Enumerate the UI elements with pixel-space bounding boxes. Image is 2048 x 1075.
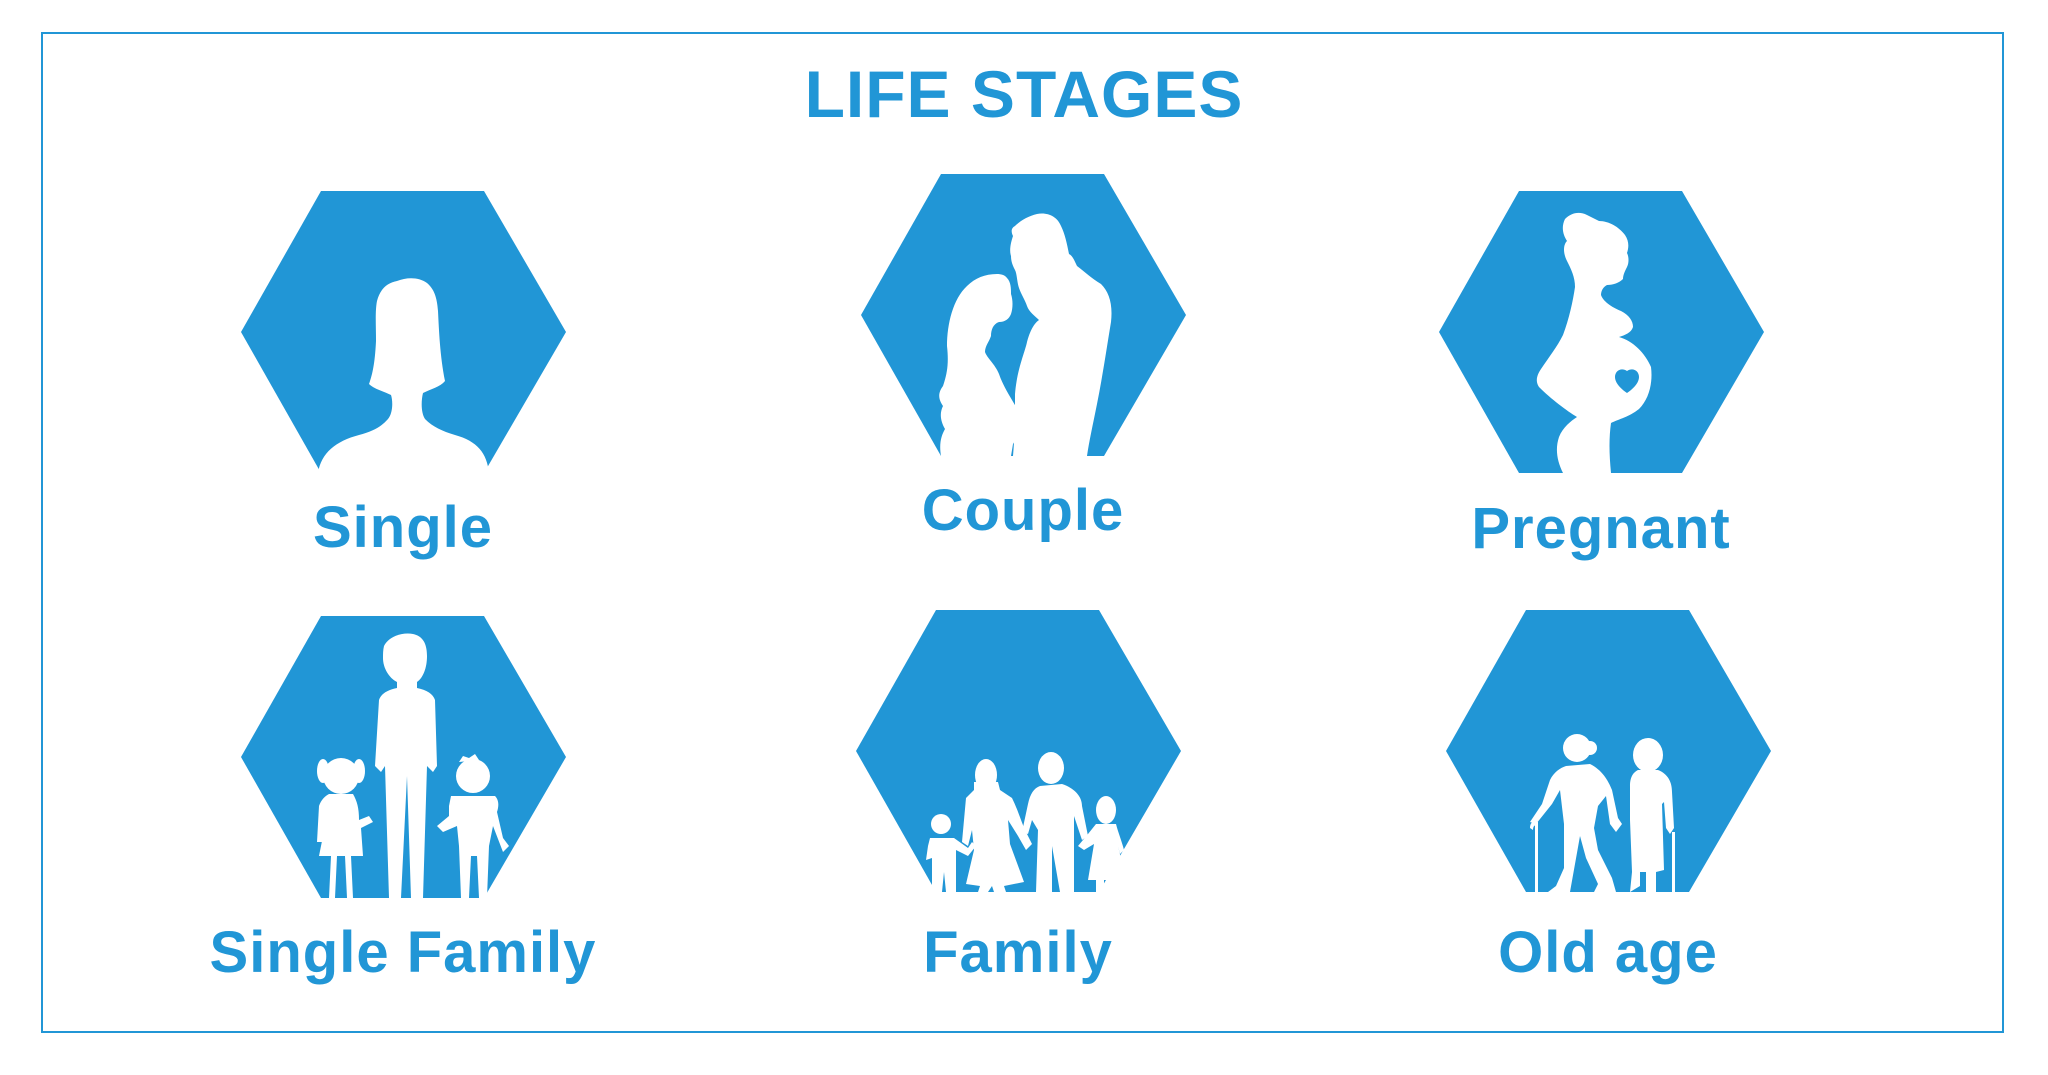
single-parent-family-silhouette-icon — [241, 616, 566, 898]
stage-card-pregnant — [1439, 191, 1764, 474]
stage-label-pregnant: Pregnant — [1471, 496, 1731, 561]
stage-card-old-age — [1446, 610, 1771, 892]
page-title: LIFE STAGES — [804, 57, 1244, 131]
woman-bust-silhouette-icon — [241, 191, 566, 473]
pregnant-woman-silhouette-icon — [1439, 191, 1764, 474]
stage-label-old-age: Old age — [1498, 920, 1718, 985]
couple-silhouette-icon — [861, 174, 1186, 456]
stage-card-couple — [861, 174, 1186, 456]
stage-label-family: Family — [923, 920, 1113, 985]
stage-card-single — [241, 191, 566, 473]
stage-label-single: Single — [312, 495, 494, 560]
elderly-couple-silhouette-icon — [1446, 610, 1771, 892]
infographic-frame — [41, 32, 2004, 1033]
family-silhouette-icon — [856, 610, 1181, 892]
stage-card-family — [856, 610, 1181, 892]
stage-label-single-family: Single Family — [209, 920, 597, 985]
stage-label-couple: Couple — [921, 478, 1125, 543]
stage-card-single-family — [241, 616, 566, 898]
